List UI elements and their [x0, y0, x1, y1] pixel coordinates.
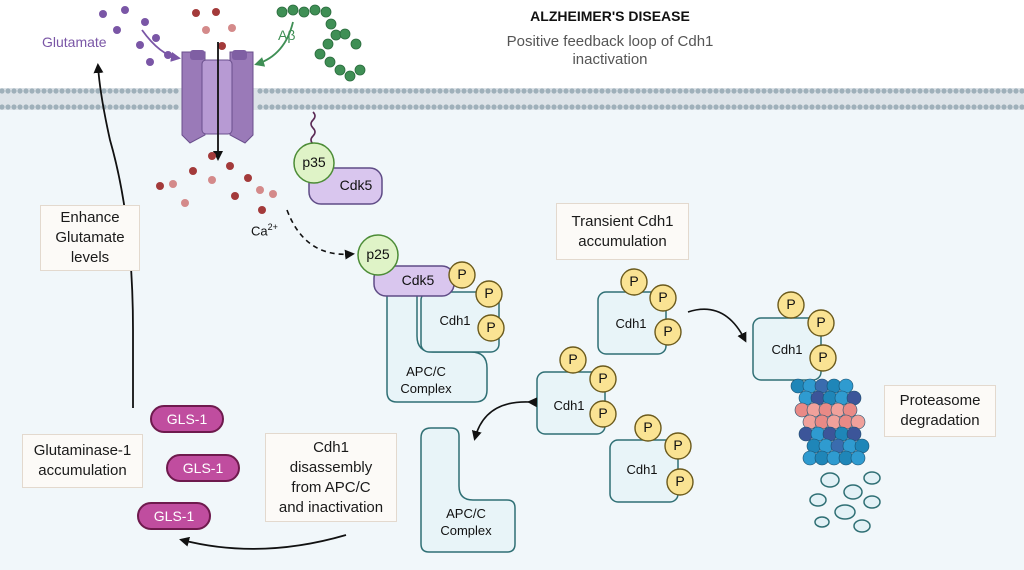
- phospho-group-bound: [448, 261, 505, 342]
- phospho-label: P: [598, 405, 608, 421]
- cdh1-label-bound: Cdh1: [439, 313, 471, 328]
- degradation-arrow: [687, 308, 747, 343]
- proteasome: [790, 378, 870, 466]
- dissociation-arrow: [471, 397, 538, 441]
- phospho-label: P: [658, 289, 668, 305]
- cdh1-label-lower: Cdh1: [626, 462, 658, 477]
- phospho-label: P: [484, 285, 494, 301]
- cdh1-label-middle: Cdh1: [553, 398, 585, 413]
- glutamate-molecules: [99, 6, 172, 66]
- phospho-label: P: [786, 296, 796, 312]
- phospho-label: P: [568, 351, 578, 367]
- phospho-label: P: [675, 473, 685, 489]
- diagram-subtitle-line2: inactivation: [572, 51, 648, 68]
- gls1-pill-bottom: GLS-1: [137, 502, 211, 530]
- gls1-pill-top: GLS-1: [150, 405, 224, 433]
- proteasome-degradation-box: Proteasome degradation: [884, 385, 996, 437]
- phospho-group-degraded: [777, 291, 837, 372]
- phospho-group-transient: [620, 268, 682, 346]
- abeta-arrow: [254, 21, 294, 67]
- loop-arrow-bottom: [179, 534, 347, 550]
- transient-accumulation-box: Transient Cdh1 accumulation: [556, 203, 689, 260]
- calcium-label: Ca2+: [251, 222, 278, 239]
- cell-membrane: [0, 88, 1024, 110]
- phospho-label: P: [818, 349, 828, 365]
- nmda-receptor: [181, 50, 254, 144]
- enhance-glutamate-box: Enhance Glutamate levels: [40, 205, 140, 271]
- calcium-ions: [156, 152, 277, 214]
- phospho-label: P: [673, 437, 683, 453]
- abeta-label: Aβ: [278, 27, 296, 43]
- phospho-label: P: [598, 370, 608, 386]
- phospho-group-lower: [634, 414, 694, 496]
- p25-circle: [357, 234, 399, 276]
- loop-arrow-up: [93, 63, 134, 408]
- cdh1-label-transient: Cdh1: [615, 316, 647, 331]
- diagram-title: ALZHEIMER'S DISEASE: [530, 8, 690, 24]
- diagram-subtitle-line1: Positive feedback loop of Cdh1: [506, 33, 714, 50]
- membrane-anchor: [310, 111, 316, 145]
- extracellular-ions: [192, 8, 236, 50]
- cdk5-label-top: Cdk5: [339, 177, 373, 193]
- abeta-chains: [276, 4, 366, 82]
- glutamate-arrow: [141, 29, 181, 62]
- p35-circle: [293, 142, 335, 184]
- peptide-fragments: [809, 471, 881, 533]
- disassembly-box: Cdh1 disassembly from APC/C and inactiva…: [265, 433, 397, 522]
- phospho-label: P: [457, 266, 467, 282]
- phospho-label: P: [643, 419, 653, 435]
- apcc-complex-free: [420, 427, 516, 553]
- phospho-label: P: [663, 323, 673, 339]
- phospho-label: P: [486, 319, 496, 335]
- p25-label: p25: [366, 246, 390, 262]
- phospho-group-middle: [559, 346, 617, 428]
- cdk5-label-bound: Cdk5: [401, 272, 435, 288]
- phospho-label: P: [629, 273, 639, 289]
- glutaminase-accumulation-box: Glutaminase-1 accumulation: [22, 434, 143, 488]
- gls1-pill-middle: GLS-1: [166, 454, 240, 482]
- cleavage-arrow: [286, 209, 355, 260]
- p35-label: p35: [302, 154, 326, 170]
- cdh1-label-degraded: Cdh1: [771, 342, 803, 357]
- proteasome-subunit: [850, 450, 866, 466]
- phospho-label: P: [816, 314, 826, 330]
- glutamate-label: Glutamate: [42, 34, 107, 50]
